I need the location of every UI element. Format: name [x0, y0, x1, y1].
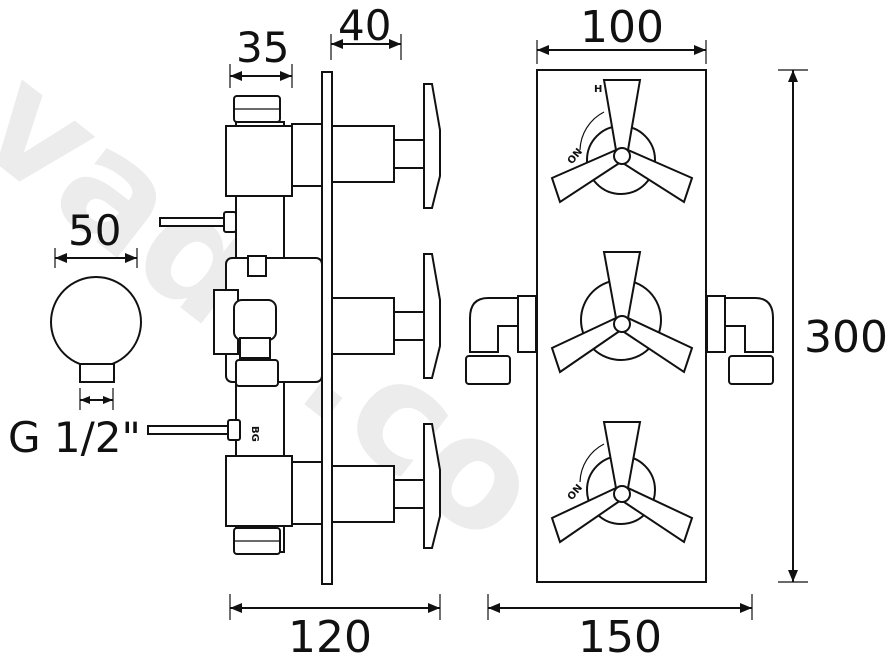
right-inlet-nut: [728, 355, 774, 385]
bottom-pin: [147, 425, 233, 435]
arrow-head: [280, 71, 292, 81]
bottom-stem-housing: [291, 461, 323, 525]
bottom-handle-hub: [613, 485, 631, 503]
arrow-head: [331, 39, 343, 49]
arrow-head: [230, 603, 242, 613]
middle-elbow: [233, 299, 277, 341]
middle-handle-shroud: [331, 297, 395, 355]
middle-elbow-nut: [239, 337, 271, 359]
outlet-elbow-view: 50 G 1/2": [8, 206, 142, 462]
middle-top-stub: [247, 255, 267, 277]
arrow-head: [125, 253, 137, 263]
bottom-handle-shroud: [331, 465, 395, 523]
top-pin: [159, 217, 231, 227]
top-valve-block: [225, 125, 293, 197]
middle-handle-hub: [613, 315, 631, 333]
body-mark-label: BG: [249, 426, 260, 442]
dim-label-150: 150: [578, 612, 662, 659]
outlet-thread-stub: [79, 363, 115, 383]
top-rotation-arc: [579, 111, 605, 151]
arrow-head: [488, 603, 500, 613]
middle-lower-nut: [235, 359, 279, 387]
arrow-head: [788, 70, 798, 82]
top-handle-shroud: [331, 125, 395, 183]
bottom-front-handle: ON: [550, 421, 694, 544]
arrow-head: [428, 603, 440, 613]
arrow-head: [788, 570, 798, 582]
arrow-head: [389, 39, 401, 49]
bottom-valve-block: [225, 455, 293, 527]
top-pin-head: [223, 211, 237, 233]
bottom-pin-head: [227, 419, 241, 441]
middle-handle-lever: [423, 253, 441, 379]
top-handle-hub: [613, 147, 631, 165]
valve-front-view: 100 ON H E: [465, 2, 888, 663]
dim-label-35: 35: [236, 23, 289, 72]
bottom-handle-lever: [423, 423, 441, 549]
dim-label-100: 100: [580, 2, 664, 53]
arrow-head: [230, 71, 242, 81]
valve-side-view: 35 40: [147, 1, 441, 663]
middle-handle-stem: [393, 311, 425, 341]
top-stem-housing: [291, 123, 323, 187]
dim-label-thread: G 1/2": [8, 413, 141, 462]
arrow-head: [55, 253, 67, 263]
dim-label-40: 40: [338, 1, 391, 50]
dim-label-50: 50: [68, 206, 121, 255]
arrow-head: [103, 396, 113, 404]
dim-label-300: 300: [804, 312, 888, 363]
outlet-circle: [50, 276, 142, 368]
top-handle-lever: [423, 83, 441, 209]
bottom-rotation-arc: [579, 443, 605, 483]
bottom-handle-stem: [393, 479, 425, 509]
left-inlet-nut: [465, 355, 511, 385]
top-handle-stem: [393, 139, 425, 169]
top-front-handle: ON H E: [550, 79, 694, 204]
arrow-head: [740, 603, 752, 613]
hot-cold-label: H E: [594, 84, 613, 95]
dim-label-120: 120: [288, 612, 372, 659]
middle-front-handle: [550, 251, 694, 374]
arrow-head: [694, 45, 706, 55]
arrow-head: [537, 45, 549, 55]
wall-plate: [321, 71, 333, 585]
arrow-head: [80, 396, 90, 404]
left-inlet-collar: [517, 295, 537, 353]
right-inlet-collar: [706, 295, 726, 353]
